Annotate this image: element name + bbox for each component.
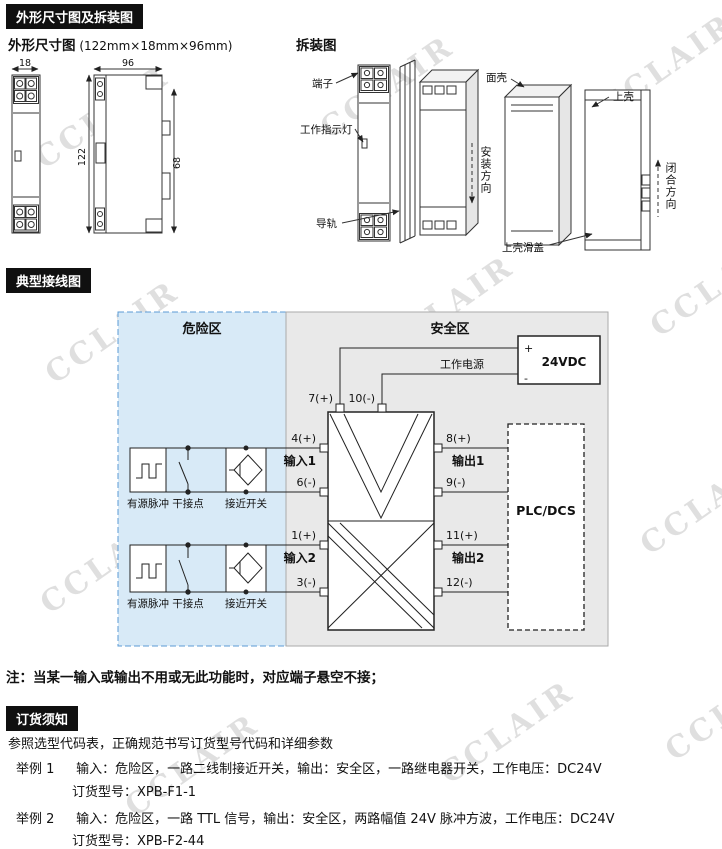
ordering-intro: 参照选型代码表，正确规范书写订货型号代码和详细参数 [8,737,334,752]
output-wiring [442,447,508,593]
section-header-ordering: 订货须知 [6,706,79,731]
label-terminal: 端子 [312,77,333,90]
power-label: 工作电源 [440,357,484,371]
wiring-diagram: 危险区 安全区 + 24VDC - 工作电源 7(+) 10(-) [117,311,609,647]
terminal-1: 1(+) [291,529,316,542]
output1-label: 输出1 [452,453,484,468]
example2-label: 举例 2 [16,812,55,827]
plc-dcs-box [507,423,585,631]
label-slide-cover: 上壳滑盖 [502,241,544,254]
front-view-drawing: 18 [11,58,41,234]
dry-contact-2 [178,542,191,595]
power-minus: - [524,372,528,385]
power-supply-box [517,335,601,385]
contact-label-2: 干接点 [172,597,204,610]
input2-label: 输入2 [284,550,316,565]
dim-96: 96 [122,58,134,69]
terminal-4: 4(+) [291,432,316,445]
label-indicator: 工作指示灯 [300,123,353,136]
pulse-source-2 [129,544,167,593]
power-plus: + [524,342,533,355]
watermark: CCLAIR [658,650,722,769]
teardown-title: 拆装图 [296,38,337,54]
contact-label-1: 干接点 [172,497,204,510]
prox-label-2: 接近开关 [225,597,267,610]
terminal-7: 7(+) [308,392,333,405]
output2-label: 输出2 [452,550,484,565]
side-view-drawing: 96 122 68 [77,58,183,234]
drawings-canvas: 18 96 122 68 [11,58,661,254]
dim-122: 122 [77,148,88,166]
label-top-shell: 上壳 [613,90,634,103]
example1-label: 举例 1 [16,762,55,777]
power-24vdc: 24VDC [542,355,587,369]
example2-desc: 输入：危险区，一路 TTL 信号，输出：安全区，两路幅值 24V 脉冲方波，工作… [76,812,615,827]
example2-model: 订货型号：XPB-F2-44 [72,834,205,849]
section-header-dimensions: 外形尺寸图及拆装图 [6,4,144,29]
label-front-shell: 面壳 [486,71,507,84]
terminal-8: 8(+) [446,432,471,445]
label-install-direction: 安装方向 [479,146,492,194]
isolator-block [319,403,443,631]
proximity-switch-1 [225,445,267,495]
label-rail: 导轨 [316,217,337,230]
teardown-drawing: 端子 工作指示灯 导轨 面壳 上壳 上壳滑盖 [300,59,661,254]
section-header-wiring: 典型接线图 [6,268,92,293]
teardown-title-row: 拆装图 [296,34,337,54]
proximity-switch-2 [225,542,267,595]
terminal-6: 6(-) [296,476,316,489]
hazard-zone-label: 危险区 [182,321,221,337]
plc-dcs-label: PLC/DCS [516,503,576,518]
dim-18: 18 [19,58,31,69]
dry-contact-1 [178,445,191,495]
wiring-note: 注：当某一输入或输出不用或无此功能时，对应端子悬空不接； [6,670,384,686]
terminal-3: 3(-) [296,576,316,589]
input1-label: 输入1 [284,453,316,468]
example1-model: 订货型号：XPB-F1-1 [72,785,197,800]
dimension-title-row: 外形尺寸图 (122mm×18mm×96mm) [8,34,232,54]
terminal-9: 9(-) [446,476,466,489]
dim-68: 68 [172,157,183,169]
terminal-11: 11(+) [446,529,478,542]
dim-title: 外形尺寸图 [8,38,76,54]
example2-row: 举例 2 输入：危险区，一路 TTL 信号，输出：安全区，两路幅值 24V 脉冲… [16,808,615,827]
pulse-source-1 [129,447,167,493]
terminal-10: 10(-) [348,392,375,405]
pulse-label-2: 有源脉冲 [127,597,169,610]
prox-label-1: 接近开关 [225,497,267,510]
power-wiring [339,347,518,404]
pulse-label-1: 有源脉冲 [127,497,169,510]
terminal-12: 12(-) [446,576,473,589]
example1-desc: 输入：危险区，一路二线制接近开关，输出：安全区，一路继电器开关，工作电压：DC2… [76,762,602,777]
label-close-direction: 闭合方向 [664,162,677,210]
dim-spec: (122mm×18mm×96mm) [79,39,233,53]
safe-zone-label: 安全区 [430,321,469,337]
example1-row: 举例 1 输入：危险区，一路二线制接近开关，输出：安全区，一路继电器开关，工作电… [16,758,602,777]
